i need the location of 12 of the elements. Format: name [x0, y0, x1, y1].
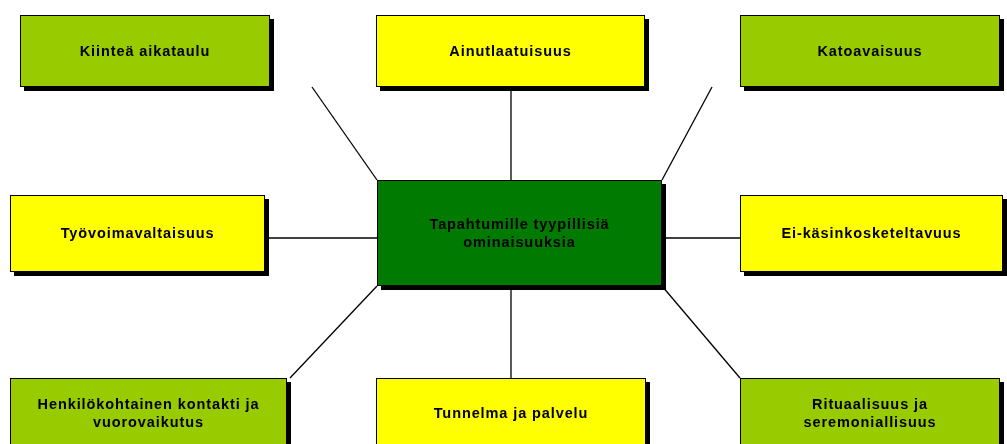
box-label: Henkilökohtainen kontakti ja vuorovaikutus — [36, 394, 261, 432]
box-label: Ainutlaatuisuus — [449, 41, 572, 61]
connector-line — [661, 86, 713, 181]
box-label: Tapahtumille tyypillisiä ominaisuuksia — [428, 214, 611, 252]
connector-line — [311, 86, 378, 181]
box-label: Työvoimavaltaisuus — [60, 224, 215, 243]
box-label: Katoavaisuus — [817, 41, 923, 61]
box-label: Tunnelma ja palvelu — [433, 403, 589, 423]
connector-line — [289, 285, 378, 379]
box-label: Ei-käsinkosketeltavuus — [781, 224, 962, 243]
box-label: Kiinteä aikataulu — [79, 41, 211, 61]
box-label: Rituaalisuus ja seremoniallisuus — [802, 394, 938, 432]
